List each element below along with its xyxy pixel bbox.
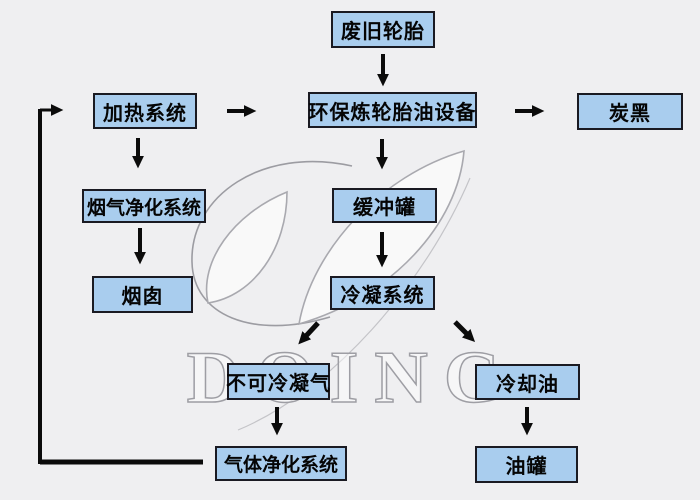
node-non-condensable-gas: 不可冷凝气	[226, 363, 330, 400]
node-condensing-system: 冷凝系统	[330, 276, 435, 310]
node-flue-gas-purification: 烟气净化系统	[82, 189, 206, 223]
edge-condensing-to-non-condensable	[298, 321, 320, 345]
node-cooling-oil: 冷却油	[475, 364, 580, 400]
node-heating-system: 加热系统	[93, 93, 197, 129]
node-tyre-oil-equipment: 环保炼轮胎油设备	[308, 92, 477, 128]
node-carbon-black: 炭黑	[577, 93, 683, 130]
edge-condensing-to-cooling-oil	[453, 320, 476, 343]
node-waste-tyre: 废旧轮胎	[331, 11, 435, 48]
node-gas-purification: 气体净化系统	[215, 446, 347, 481]
node-chimney: 烟囱	[92, 276, 193, 313]
node-oil-tank: 油罐	[475, 446, 578, 483]
node-buffer-tank: 缓冲罐	[332, 188, 437, 223]
